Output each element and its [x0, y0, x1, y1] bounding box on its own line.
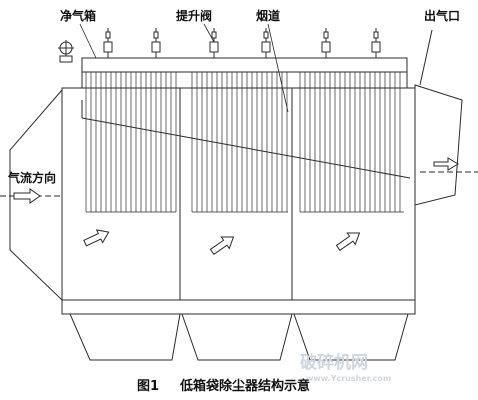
clean-gas-box-label: 净气箱	[60, 9, 97, 23]
clean-gas-box	[81, 57, 408, 89]
main-housing	[61, 87, 416, 301]
outlet-opening	[419, 29, 433, 86]
valve-icon	[261, 28, 271, 58]
outlet-arrow-icon	[433, 157, 459, 171]
hopper	[293, 313, 409, 361]
gas-flow-direction-label: 气流方向	[8, 171, 57, 185]
figure-title: 低箱袋除尘器结构示意	[180, 379, 311, 394]
hopper	[181, 313, 293, 361]
valve-icon	[371, 28, 381, 58]
watermark-name: 破碎机网	[300, 353, 368, 373]
actuator-icon	[58, 40, 74, 63]
gas-outlet-label: 出气口	[424, 9, 461, 23]
flue-label: 烟道	[256, 9, 281, 23]
hopper	[69, 313, 181, 361]
figure-number: 图1	[137, 379, 160, 394]
valve-icon	[103, 28, 113, 58]
leader-clean-gas-box	[79, 23, 97, 59]
leader-flue	[267, 23, 289, 113]
flow-arrow-icon	[209, 236, 235, 256]
flow-arrow-icon	[83, 229, 110, 247]
base-plate	[61, 299, 416, 315]
outlet-duct	[414, 84, 463, 206]
leader-poppet-valve	[203, 23, 215, 43]
flow-arrow-icon	[335, 232, 361, 252]
watermark-url: www.Ycrusher.com	[306, 374, 392, 383]
valve-icon	[209, 28, 219, 58]
poppet-valve-label: 提升阀	[176, 9, 213, 23]
valve-icon	[321, 28, 331, 58]
valve-icon	[151, 28, 161, 58]
inlet-arrow-icon	[13, 188, 41, 204]
